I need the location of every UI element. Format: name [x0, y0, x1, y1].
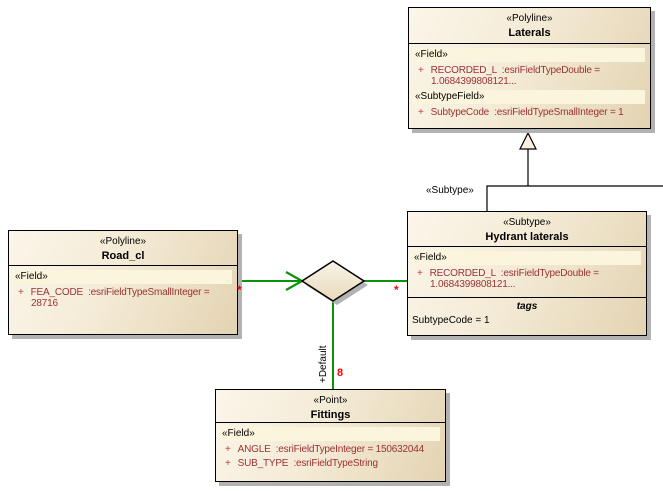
box-header: «Subtype» Hydrant laterals — [408, 212, 646, 247]
generalization-line[interactable] — [486, 185, 663, 211]
class-box-road-cl[interactable]: «Polyline» Road_cl «Field» +FEA_CODE :esr… — [8, 230, 238, 335]
visibility-marker: + — [417, 268, 423, 279]
stereotype-band: «Field» — [220, 427, 440, 441]
attributes-compartment: «Field» +RECORDED_L :esriFieldTypeDouble … — [408, 247, 646, 297]
stereotype-label: «Polyline» — [99, 236, 147, 247]
tagged-value-row[interactable]: SubtypeCode = 1 — [412, 315, 490, 326]
class-name: Road_cl — [101, 250, 145, 262]
visibility-marker: + — [418, 107, 424, 118]
tags-compartment-label: tags — [516, 301, 538, 312]
class-name: Fittings — [310, 409, 351, 421]
generalization-triangle-icon — [519, 131, 537, 150]
attribute-row[interactable]: +RECORDED_L :esriFieldTypeDouble = 1.068… — [418, 65, 603, 87]
association-diamond[interactable] — [300, 260, 366, 302]
stereotype-band: «Field» — [13, 270, 232, 284]
visibility-marker: + — [418, 65, 424, 76]
default-multiplicity-label[interactable]: 8 — [337, 367, 344, 379]
target-multiplicity-label[interactable]: * — [394, 283, 399, 297]
class-box-laterals[interactable]: «Polyline» Laterals «Field» +RECORDED_L :… — [408, 7, 651, 129]
visibility-marker: + — [225, 458, 231, 469]
attribute-row[interactable]: +FEA_CODE :esriFieldTypeSmallInteger = 2… — [18, 287, 213, 309]
visibility-marker: + — [18, 287, 24, 298]
stereotype-label: «Point» — [313, 395, 348, 406]
stereotype-label: «Subtype» — [503, 217, 551, 228]
attributes-compartment: «Field» +FEA_CODE :esriFieldTypeSmallInte… — [9, 266, 237, 334]
stereotype-band: «Field» — [413, 48, 645, 62]
box-header: «Point» Fittings — [216, 390, 445, 423]
visibility-marker: + — [225, 444, 231, 455]
box-header: «Polyline» Laterals — [409, 8, 650, 44]
default-role-label[interactable]: +Default — [318, 345, 329, 383]
source-multiplicity-label[interactable]: * — [237, 283, 242, 297]
attribute-row[interactable]: +RECORDED_L :esriFieldTypeDouble = 1.068… — [417, 268, 602, 290]
box-header: «Polyline» Road_cl — [9, 231, 237, 266]
attributes-compartment: «Field» +RECORDED_L :esriFieldTypeDouble … — [409, 44, 650, 128]
attribute-row[interactable]: +ANGLE :esriFieldTypeInteger = 150632044 — [225, 444, 424, 455]
generalization-subtype-label[interactable]: «Subtype» — [426, 185, 474, 196]
stereotype-band: «SubtypeField» — [413, 90, 645, 104]
class-box-fittings[interactable]: «Point» Fittings «Field» +ANGLE :esriFiel… — [215, 389, 446, 482]
stereotype-label: «Polyline» — [506, 13, 553, 24]
class-name: Laterals — [508, 27, 551, 39]
class-box-hydrant-laterals[interactable]: «Subtype» Hydrant laterals «Field» +RECOR… — [407, 211, 647, 336]
attributes-compartment: «Field» +ANGLE :esriFieldTypeInteger = 15… — [216, 423, 445, 481]
attribute-row[interactable]: +SubtypeCode :esriFieldTypeSmallInteger … — [418, 107, 624, 118]
class-name: Hydrant laterals — [485, 231, 569, 243]
stereotype-band: «Field» — [412, 251, 641, 265]
attribute-row[interactable]: +SUB_TYPE :esriFieldTypeString — [225, 458, 378, 469]
